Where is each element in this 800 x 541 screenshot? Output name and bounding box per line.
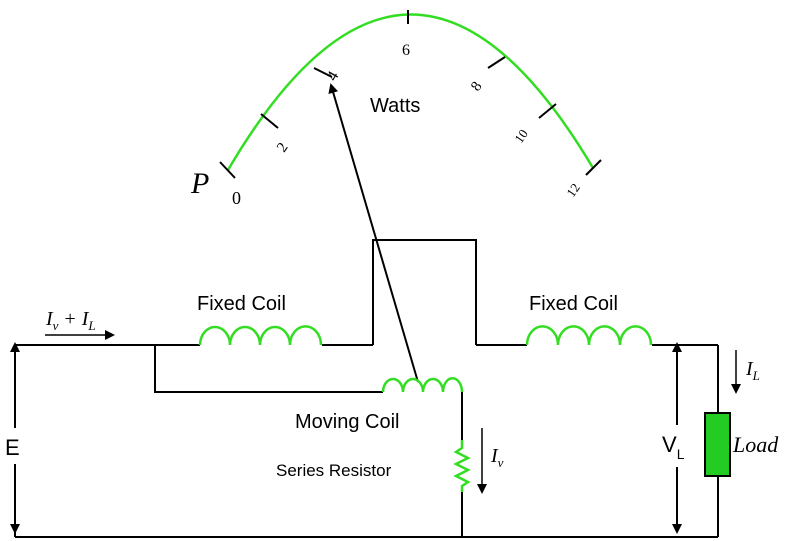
supply-voltage-label: E [5, 435, 20, 460]
voltage-branch-current: Iv [477, 428, 504, 494]
scale-tick-10 [538, 103, 557, 119]
tick-label-12: 12 [563, 180, 583, 199]
scale-tick-8 [487, 56, 506, 69]
tick-label-4: 4 [324, 69, 343, 84]
pointer-icon [328, 83, 419, 383]
total-current: Iv+IL [45, 308, 115, 340]
load-current: IL [731, 350, 760, 394]
scale-tick-4 [313, 67, 333, 78]
load-icon [704, 412, 731, 477]
load-label: Load [732, 432, 779, 457]
fixed-coil-right-label: Fixed Coil [529, 293, 618, 315]
unit-label: Watts [370, 95, 420, 117]
load-current-label: IL [745, 358, 760, 383]
resistor-icon [453, 440, 471, 492]
tick-label-10: 10 [511, 126, 531, 145]
tick-label-6: 6 [402, 42, 410, 59]
fixed-coil-right-icon [525, 325, 653, 346]
series-resistor-label: Series Resistor [276, 461, 392, 480]
load-voltage-label: VL [662, 432, 685, 462]
scale-tick-12 [585, 159, 602, 176]
fixed-coil-left-label: Fixed Coil [197, 293, 286, 315]
scale-tick-0 [219, 161, 236, 179]
total-current-label: Iv+IL [45, 308, 96, 333]
fixed-coil-left-icon [198, 325, 323, 346]
tick-label-0: 0 [232, 188, 241, 208]
scale-arc [226, 13, 595, 171]
tick-label-2: 2 [274, 140, 291, 155]
power-symbol: P [190, 167, 209, 200]
tick-label-8: 8 [468, 79, 485, 94]
moving-coil-label: Moving Coil [295, 411, 399, 433]
circuit-wires [14, 239, 719, 538]
scale-tick-2 [260, 113, 279, 129]
voltage-branch-current-label: Iv [490, 445, 504, 470]
meter-scale: 0 2 4 6 8 10 12 P Watts [190, 10, 602, 208]
moving-coil-icon [381, 377, 464, 393]
